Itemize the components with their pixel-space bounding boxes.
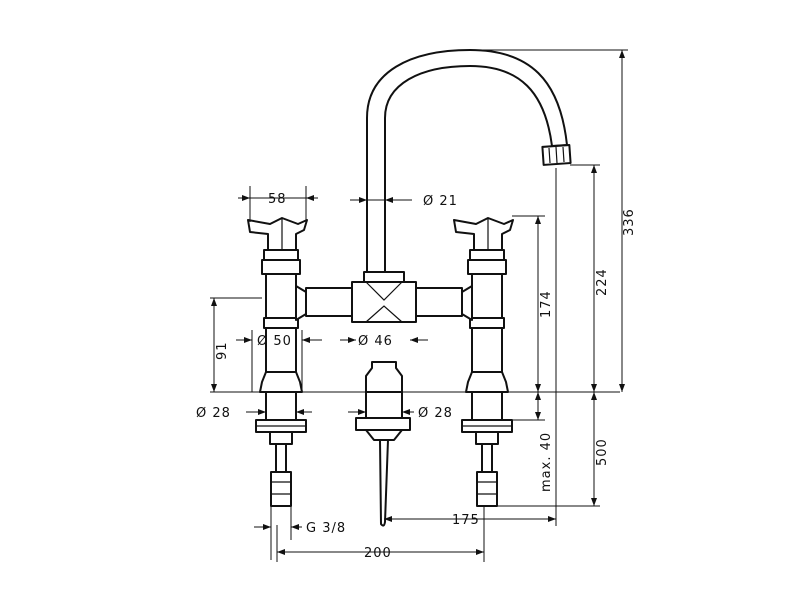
bridge: [295, 271, 473, 323]
label-below-deck: 500: [595, 438, 610, 466]
pop-up-waste: [355, 361, 411, 527]
label-right-shank: Ø 28: [418, 406, 453, 421]
label-handle-width: 58: [268, 192, 287, 207]
right-valve: [453, 217, 514, 507]
label-reach: 175: [452, 513, 480, 528]
label-outlet-height: 224: [595, 268, 610, 296]
label-spread: 200: [364, 546, 392, 561]
reference-lines: [210, 49, 628, 562]
label-waste-diameter: Ø 46: [358, 334, 393, 349]
spout: [366, 49, 572, 273]
label-connection: G 3/8: [306, 521, 346, 536]
dimension-labels: 58 Ø 21 336 224 174 91 Ø 50 Ø 46 Ø 28 Ø …: [196, 192, 637, 561]
label-valve-diameter: Ø 50: [257, 334, 292, 349]
label-left-shank: Ø 28: [196, 406, 231, 421]
label-handle-height: 174: [539, 290, 554, 318]
label-spout-height: 336: [622, 208, 637, 236]
left-valve: [247, 217, 308, 507]
label-max-deck: max. 40: [539, 432, 554, 492]
dimension-lines: [211, 50, 625, 555]
label-spout-diameter: Ø 21: [423, 194, 458, 209]
label-body-height: 91: [215, 341, 230, 360]
